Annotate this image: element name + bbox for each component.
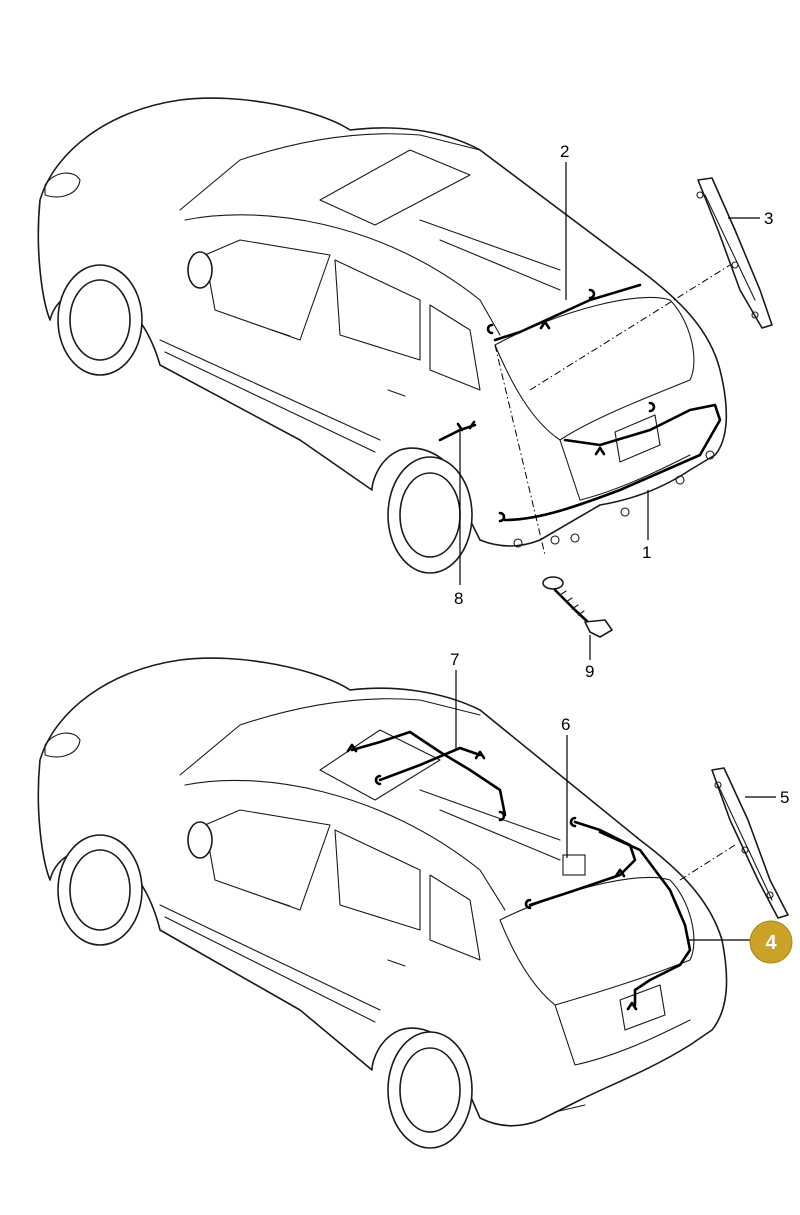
label-3: 3 xyxy=(764,209,773,228)
label-1: 1 xyxy=(642,543,651,562)
top-callouts: 2 3 1 8 9 xyxy=(454,142,773,681)
part-9-cable xyxy=(542,576,613,638)
harness-6-rear-roof xyxy=(528,820,637,907)
label-6: 6 xyxy=(561,715,570,734)
bottom-callouts: 7 6 5 4 xyxy=(450,650,793,964)
label-7: 7 xyxy=(450,650,459,669)
label-9: 9 xyxy=(585,662,594,681)
label-8: 8 xyxy=(454,589,463,608)
label-4: 4 xyxy=(765,932,777,954)
label-5: 5 xyxy=(780,788,789,807)
part-3-harness-bracket xyxy=(696,177,773,329)
bottom-vehicle-illustration xyxy=(37,657,728,1149)
harness-1-rear xyxy=(503,403,722,522)
harness-2-roof xyxy=(493,283,642,342)
harness-4-tailgate xyxy=(598,830,692,1007)
harness-7-roof xyxy=(350,730,507,817)
highlighted-callout-4[interactable]: 4 xyxy=(749,920,793,964)
top-vehicle-illustration xyxy=(37,97,728,574)
label-2: 2 xyxy=(560,142,569,161)
top-wiring-harnesses xyxy=(438,264,731,556)
bottom-wiring-harnesses xyxy=(346,730,736,1011)
callout-badge[interactable] xyxy=(749,920,793,964)
part-5-harness-bracket xyxy=(711,767,789,919)
